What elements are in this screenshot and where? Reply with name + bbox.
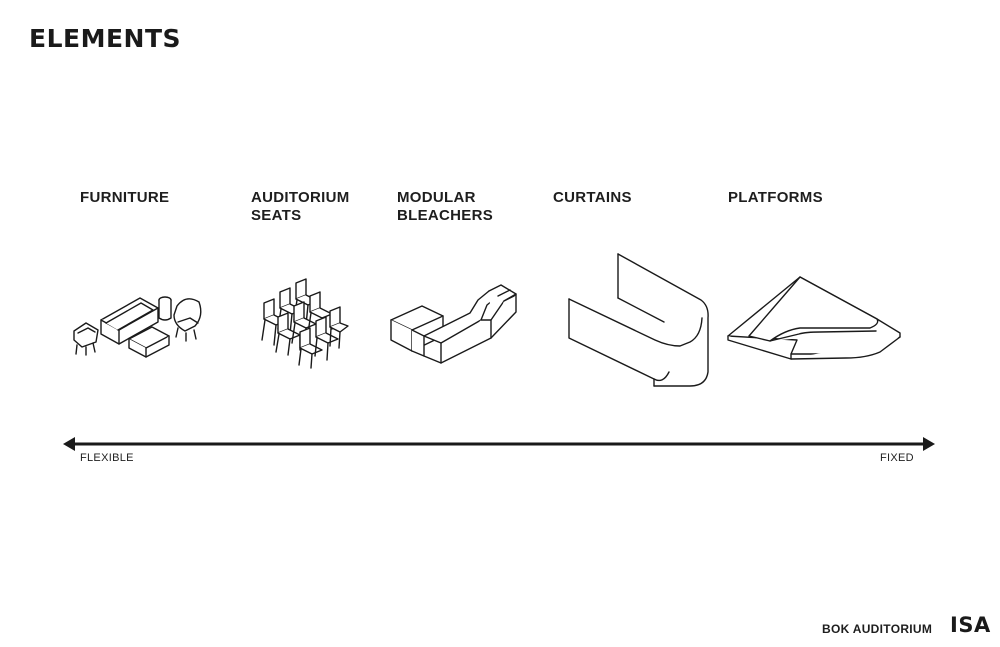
category-label-auditorium-seats: AUDITORIUM SEATS bbox=[251, 189, 350, 225]
category-label-line: FURNITURE bbox=[80, 189, 170, 206]
category-label-line: PLATFORMS bbox=[728, 189, 823, 206]
curtains-icon bbox=[568, 253, 709, 387]
category-label-line: BLEACHERS bbox=[397, 207, 494, 224]
footer-logo: ISA bbox=[950, 613, 991, 637]
category-label-curtains: CURTAINS bbox=[553, 189, 632, 207]
page-title: ELEMENTS bbox=[29, 24, 182, 53]
axis-label-fixed: FIXED bbox=[880, 452, 914, 464]
category-label-modular-bleachers: MODULAR BLEACHERS bbox=[397, 189, 493, 225]
category-label-platforms: PLATFORMS bbox=[728, 189, 823, 207]
double-arrow-icon bbox=[63, 437, 935, 451]
category-label-furniture: FURNITURE bbox=[80, 189, 169, 207]
category-label-line: AUDITORIUM bbox=[251, 189, 350, 206]
axis-label-flexible: FLEXIBLE bbox=[80, 452, 134, 464]
auditorium-seats-icon bbox=[261, 278, 349, 369]
category-label-line: MODULAR bbox=[397, 189, 476, 206]
category-label-line: SEATS bbox=[251, 207, 302, 224]
platforms-icon bbox=[727, 276, 901, 360]
category-label-line: CURTAINS bbox=[553, 189, 632, 206]
furniture-icon bbox=[73, 296, 202, 358]
footer-project-name: BOK AUDITORIUM bbox=[822, 622, 933, 636]
modular-bleachers-icon bbox=[390, 284, 517, 364]
